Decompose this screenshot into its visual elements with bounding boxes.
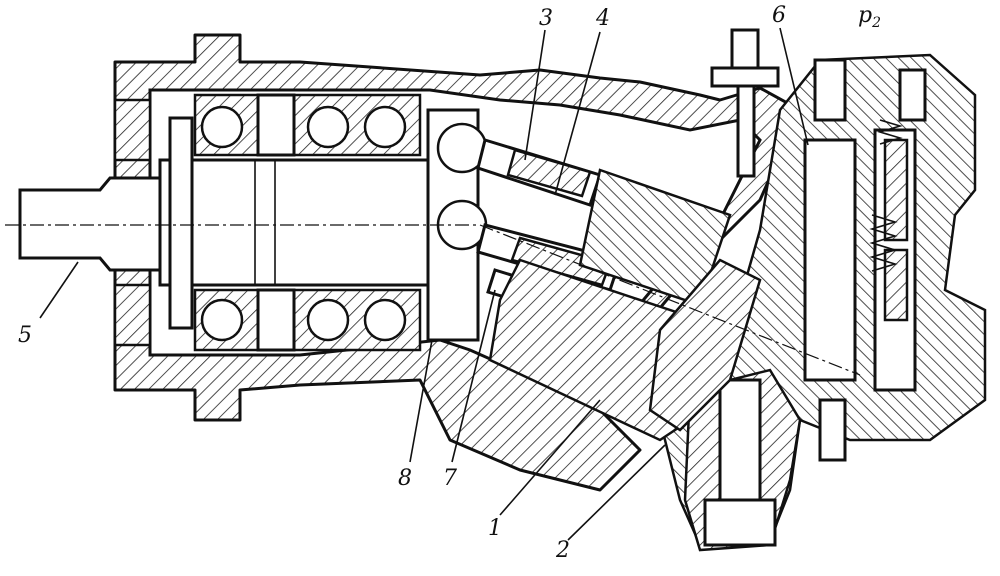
leader-6: [779, 27, 809, 146]
label-6: 6: [772, 3, 786, 28]
leader-5: [39, 261, 79, 319]
end-cap-bolt: [683, 368, 802, 552]
label-p2-sub: 2: [871, 15, 881, 31]
leader-4: [554, 31, 601, 196]
cylinder-block-1: [488, 168, 732, 442]
label-5: 5: [18, 323, 32, 348]
label-1: 1: [488, 516, 502, 541]
leader-lines: [39, 27, 809, 541]
leader-3: [524, 29, 546, 161]
label-2: 2: [555, 538, 570, 563]
label-7: 7: [443, 466, 457, 491]
leader-2: [567, 444, 666, 541]
label-p2: p2: [858, 3, 881, 31]
label-4: 4: [595, 6, 610, 31]
distributor-plate-2: [648, 258, 762, 432]
top-bolt: [710, 28, 780, 178]
label-8: 8: [398, 466, 412, 491]
bearings: [193, 93, 422, 352]
callout-labels: 5 3 4 6 p2 8 7 1 2: [18, 3, 881, 563]
shaft-seals: [113, 98, 194, 347]
rotor-centerline: [479, 224, 861, 376]
label-3: 3: [539, 6, 553, 31]
leader-7: [451, 289, 496, 463]
leader-8: [409, 339, 433, 463]
output-shaft-5: [18, 158, 432, 287]
label-p2-main: p: [858, 3, 872, 28]
leader-1: [499, 399, 601, 516]
valve-springs: [869, 119, 903, 272]
